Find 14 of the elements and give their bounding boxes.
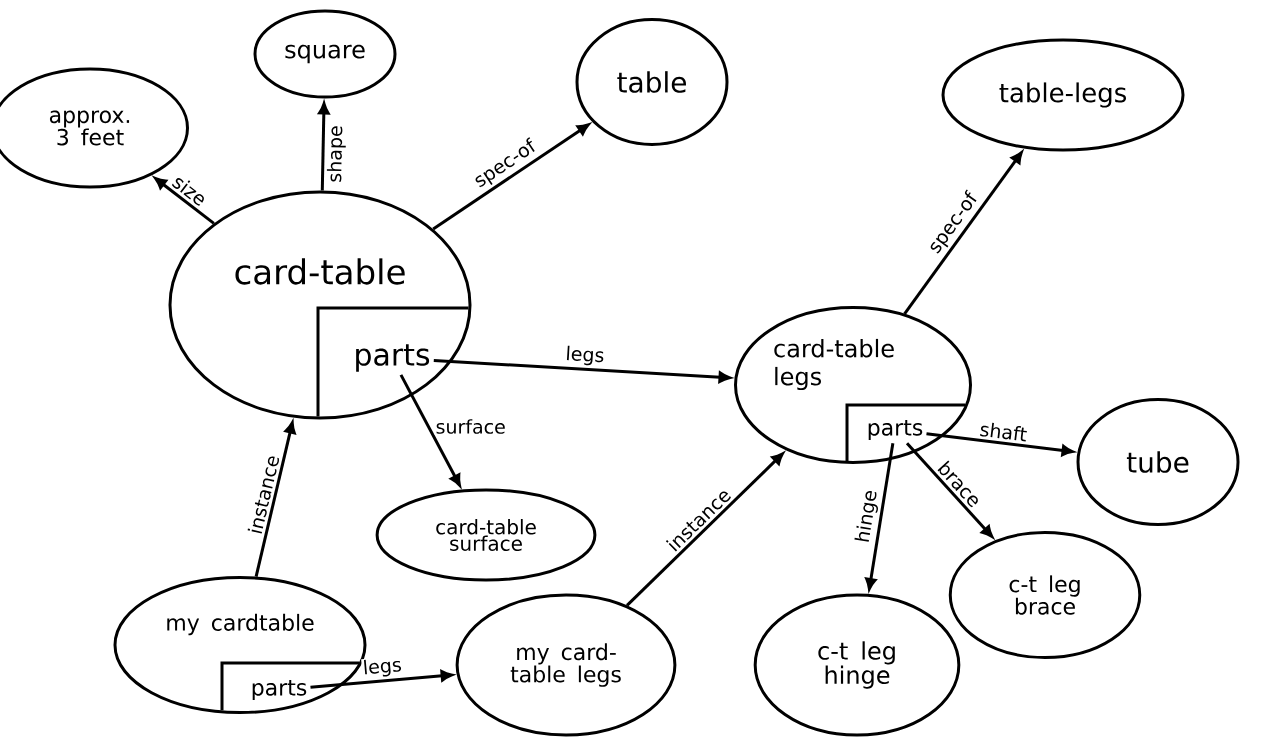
arrow	[399, 374, 461, 487]
edge-label: surface	[434, 418, 507, 435]
edge-label: shape	[325, 124, 348, 184]
arrow	[905, 442, 994, 538]
edge-label: shaft	[977, 420, 1029, 443]
arrow	[626, 452, 784, 607]
arrow	[154, 177, 215, 225]
parts-compartment: parts	[316, 306, 469, 417]
arrow	[432, 123, 590, 231]
arrow	[433, 358, 731, 383]
arrow	[903, 151, 1023, 315]
edge-label: legs	[563, 344, 606, 368]
parts-compartment: parts	[845, 403, 965, 461]
parts-compartment: parts	[220, 661, 359, 711]
